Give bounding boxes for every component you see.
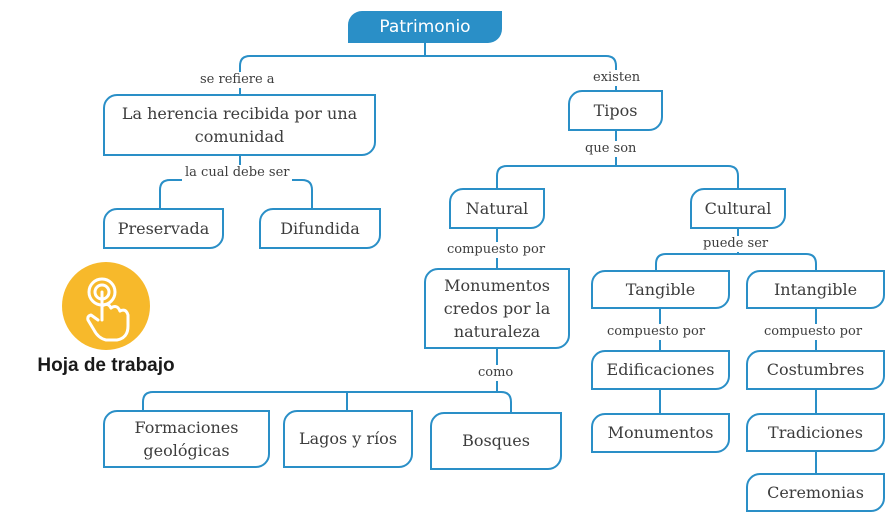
node-preservada: Preservada: [103, 208, 224, 249]
node-tangible: Tangible: [591, 270, 730, 309]
node-bosques: Bosques: [430, 412, 562, 470]
worksheet-link[interactable]: Hoja de trabajo: [24, 262, 188, 377]
node-lagos: Lagos y ríos: [283, 410, 413, 468]
connector-label-compuesto-por-tangible: compuesto por: [604, 324, 709, 340]
node-cultural: Cultural: [690, 188, 786, 229]
connector-label-compuesto-por-natural: compuesto por: [444, 242, 549, 258]
connector-label-compuesto-por-intangible: compuesto por: [761, 324, 866, 340]
connector-label-existen: existen: [590, 70, 644, 86]
connector-label-como: como: [475, 365, 517, 381]
node-tradiciones: Tradiciones: [746, 413, 885, 452]
node-monumentos: Monumentos: [591, 413, 730, 453]
worksheet-label[interactable]: Hoja de trabajo: [37, 355, 175, 376]
worksheet-badge[interactable]: [62, 262, 150, 350]
connector-label-puede-ser: puede ser: [700, 236, 772, 252]
root-node: Patrimonio: [348, 11, 502, 43]
node-tipos: Tipos: [568, 90, 663, 131]
node-intangible: Intangible: [746, 270, 885, 309]
node-monumentos-naturales: Monumentos credos por la naturaleza: [424, 268, 570, 349]
node-ceremonias: Ceremonias: [746, 473, 885, 512]
node-herencia: La herencia recibida por una comunidad: [103, 94, 376, 156]
node-formaciones: Formaciones geológicas: [103, 410, 270, 468]
node-edificaciones: Edificaciones: [591, 350, 730, 390]
connector-label-la-cual-debe-ser: la cual debe ser: [182, 165, 293, 181]
connector-label-se-refiere-a: se refiere a: [197, 72, 278, 88]
touch-hand-icon: [86, 277, 130, 342]
connector-label-que-son: que son: [582, 141, 640, 157]
node-natural: Natural: [449, 188, 545, 229]
node-difundida: Difundida: [259, 208, 381, 249]
node-costumbres: Costumbres: [746, 350, 885, 390]
